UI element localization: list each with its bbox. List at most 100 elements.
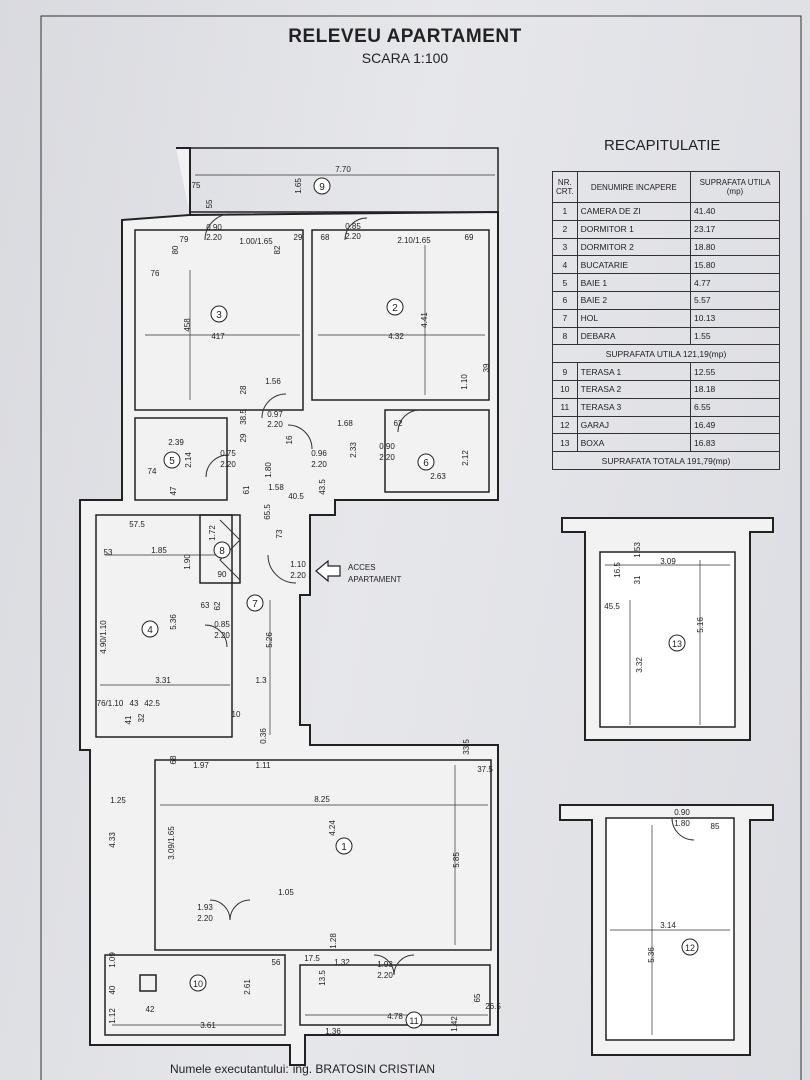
recap-total: SUPRAFATA TOTALA 191,79(mp) — [552, 451, 780, 470]
dim-label: 56 — [272, 958, 281, 967]
dim-label: 1.80 — [264, 462, 273, 478]
recap-header-area: SUPRAFATA UTILA (mp) — [690, 171, 780, 203]
dim-label: 3.14 — [660, 921, 676, 930]
footer-label: Numele executantului: — [170, 1062, 289, 1076]
room-8-walls — [199, 514, 241, 584]
recap-cell-area: 41.40 — [690, 202, 780, 221]
dim-label: 1.80 — [674, 819, 690, 828]
dim-label: 85 — [711, 822, 720, 831]
dim-label: 55 — [205, 199, 214, 208]
recap-cell-nr: 1 — [552, 202, 578, 221]
storage-walls — [599, 551, 736, 728]
dim-label: 1.32 — [334, 958, 350, 967]
recap-subtotal: SUPRAFATA UTILA 121,19(mp) — [552, 344, 780, 364]
room-6-circle — [417, 453, 435, 471]
room-2-circle — [386, 298, 404, 316]
dim-label: 0.97 — [267, 410, 283, 419]
room-number-3: 3 — [216, 310, 222, 321]
dim-label: 417 — [211, 332, 225, 341]
dim-label: 1.10 — [460, 374, 469, 390]
dim-label: 2.20 — [345, 232, 361, 241]
garage-walls — [605, 817, 735, 1041]
dim-label: 53 — [104, 548, 113, 557]
recap-cell-nr: 13 — [552, 433, 578, 453]
dim-label: 1.09 — [108, 952, 117, 968]
dim-label: 5.85 — [452, 852, 461, 868]
dim-label: 0.90 — [379, 442, 395, 451]
dim-label: 39 — [482, 363, 491, 372]
door-swing-3 — [204, 213, 232, 241]
room-number-8: 8 — [219, 546, 225, 557]
terrace-10-walls — [104, 954, 286, 1036]
dim-label: 2.20 — [377, 971, 393, 980]
recap-cell-nr: 10 — [552, 379, 578, 399]
dim-label: 2.14 — [184, 452, 193, 468]
dim-label: 1.93 — [377, 960, 393, 969]
recap-cell-nr: 4 — [552, 255, 578, 275]
dim-label: 1.10 — [290, 560, 306, 569]
dim-label: 1.72 — [208, 525, 217, 541]
room-13-circle — [668, 634, 686, 652]
dim-label: 43.5 — [318, 479, 327, 495]
room-number-5: 5 — [169, 456, 175, 467]
room-number-12: 12 — [685, 943, 695, 953]
dim-label: 13.5 — [318, 970, 327, 986]
entrance-label-1: ACCES — [348, 563, 376, 572]
column — [139, 974, 157, 992]
recap-cell-name: CAMERA DE ZI — [576, 202, 692, 221]
drawing-scale: SCARA 1:100 — [361, 50, 449, 66]
dim-label: 8.25 — [314, 795, 330, 804]
room-3-circle — [210, 305, 228, 323]
recap-cell-nr: 2 — [552, 219, 578, 239]
room-9-circle — [313, 177, 331, 195]
room-4-walls — [95, 514, 233, 738]
room-number-4: 4 — [147, 625, 153, 636]
room-1-circle — [335, 837, 353, 855]
dim-label: 1.05 — [278, 888, 294, 897]
dim-label: 29 — [294, 233, 303, 242]
room-2-walls — [311, 229, 490, 401]
dim-label: 16 — [285, 435, 294, 444]
dim-label: 4.32 — [388, 332, 404, 341]
recap-cell-nr: 12 — [552, 415, 578, 435]
recap-header-name: DENUMIRE INCAPERE — [576, 171, 692, 203]
room-number-9: 9 — [319, 182, 325, 193]
recap-cell-area: 1.55 — [690, 326, 780, 346]
dim-label: 1.3 — [255, 676, 267, 685]
dim-label: 0.96 — [311, 449, 327, 458]
dim-label: 62 — [394, 419, 403, 428]
recap-cell-name: TERASA 2 — [576, 379, 692, 399]
recap-cell-area: 18.18 — [690, 379, 780, 399]
dim-label: 61 — [242, 485, 251, 494]
recap-cell-area: 18.80 — [690, 237, 780, 257]
dim-label: 4.33 — [108, 832, 117, 848]
dim-label: 62 — [213, 601, 222, 610]
room-number-6: 6 — [423, 458, 429, 469]
dim-label: 1.58 — [268, 483, 284, 492]
recap-cell-nr: 6 — [552, 290, 578, 310]
room-7-circle — [246, 594, 264, 612]
dim-label: 16.5 — [613, 562, 622, 578]
dim-label: 0.90 — [674, 808, 690, 817]
room-5-circle — [163, 451, 181, 469]
room-10-circle — [189, 974, 207, 992]
room-11-circle — [405, 1011, 423, 1029]
dim-label: 2.20 — [379, 453, 395, 462]
dim-label: 31 — [633, 575, 642, 584]
dim-label: 1.85 — [151, 546, 167, 555]
room-12-circle — [681, 938, 699, 956]
dim-label: 40.5 — [288, 492, 304, 501]
dim-label: 42.5 — [144, 699, 160, 708]
dim-label: 32 — [137, 713, 146, 722]
door-swing-6b — [397, 409, 421, 433]
dim-label: 0.85 — [345, 222, 361, 231]
